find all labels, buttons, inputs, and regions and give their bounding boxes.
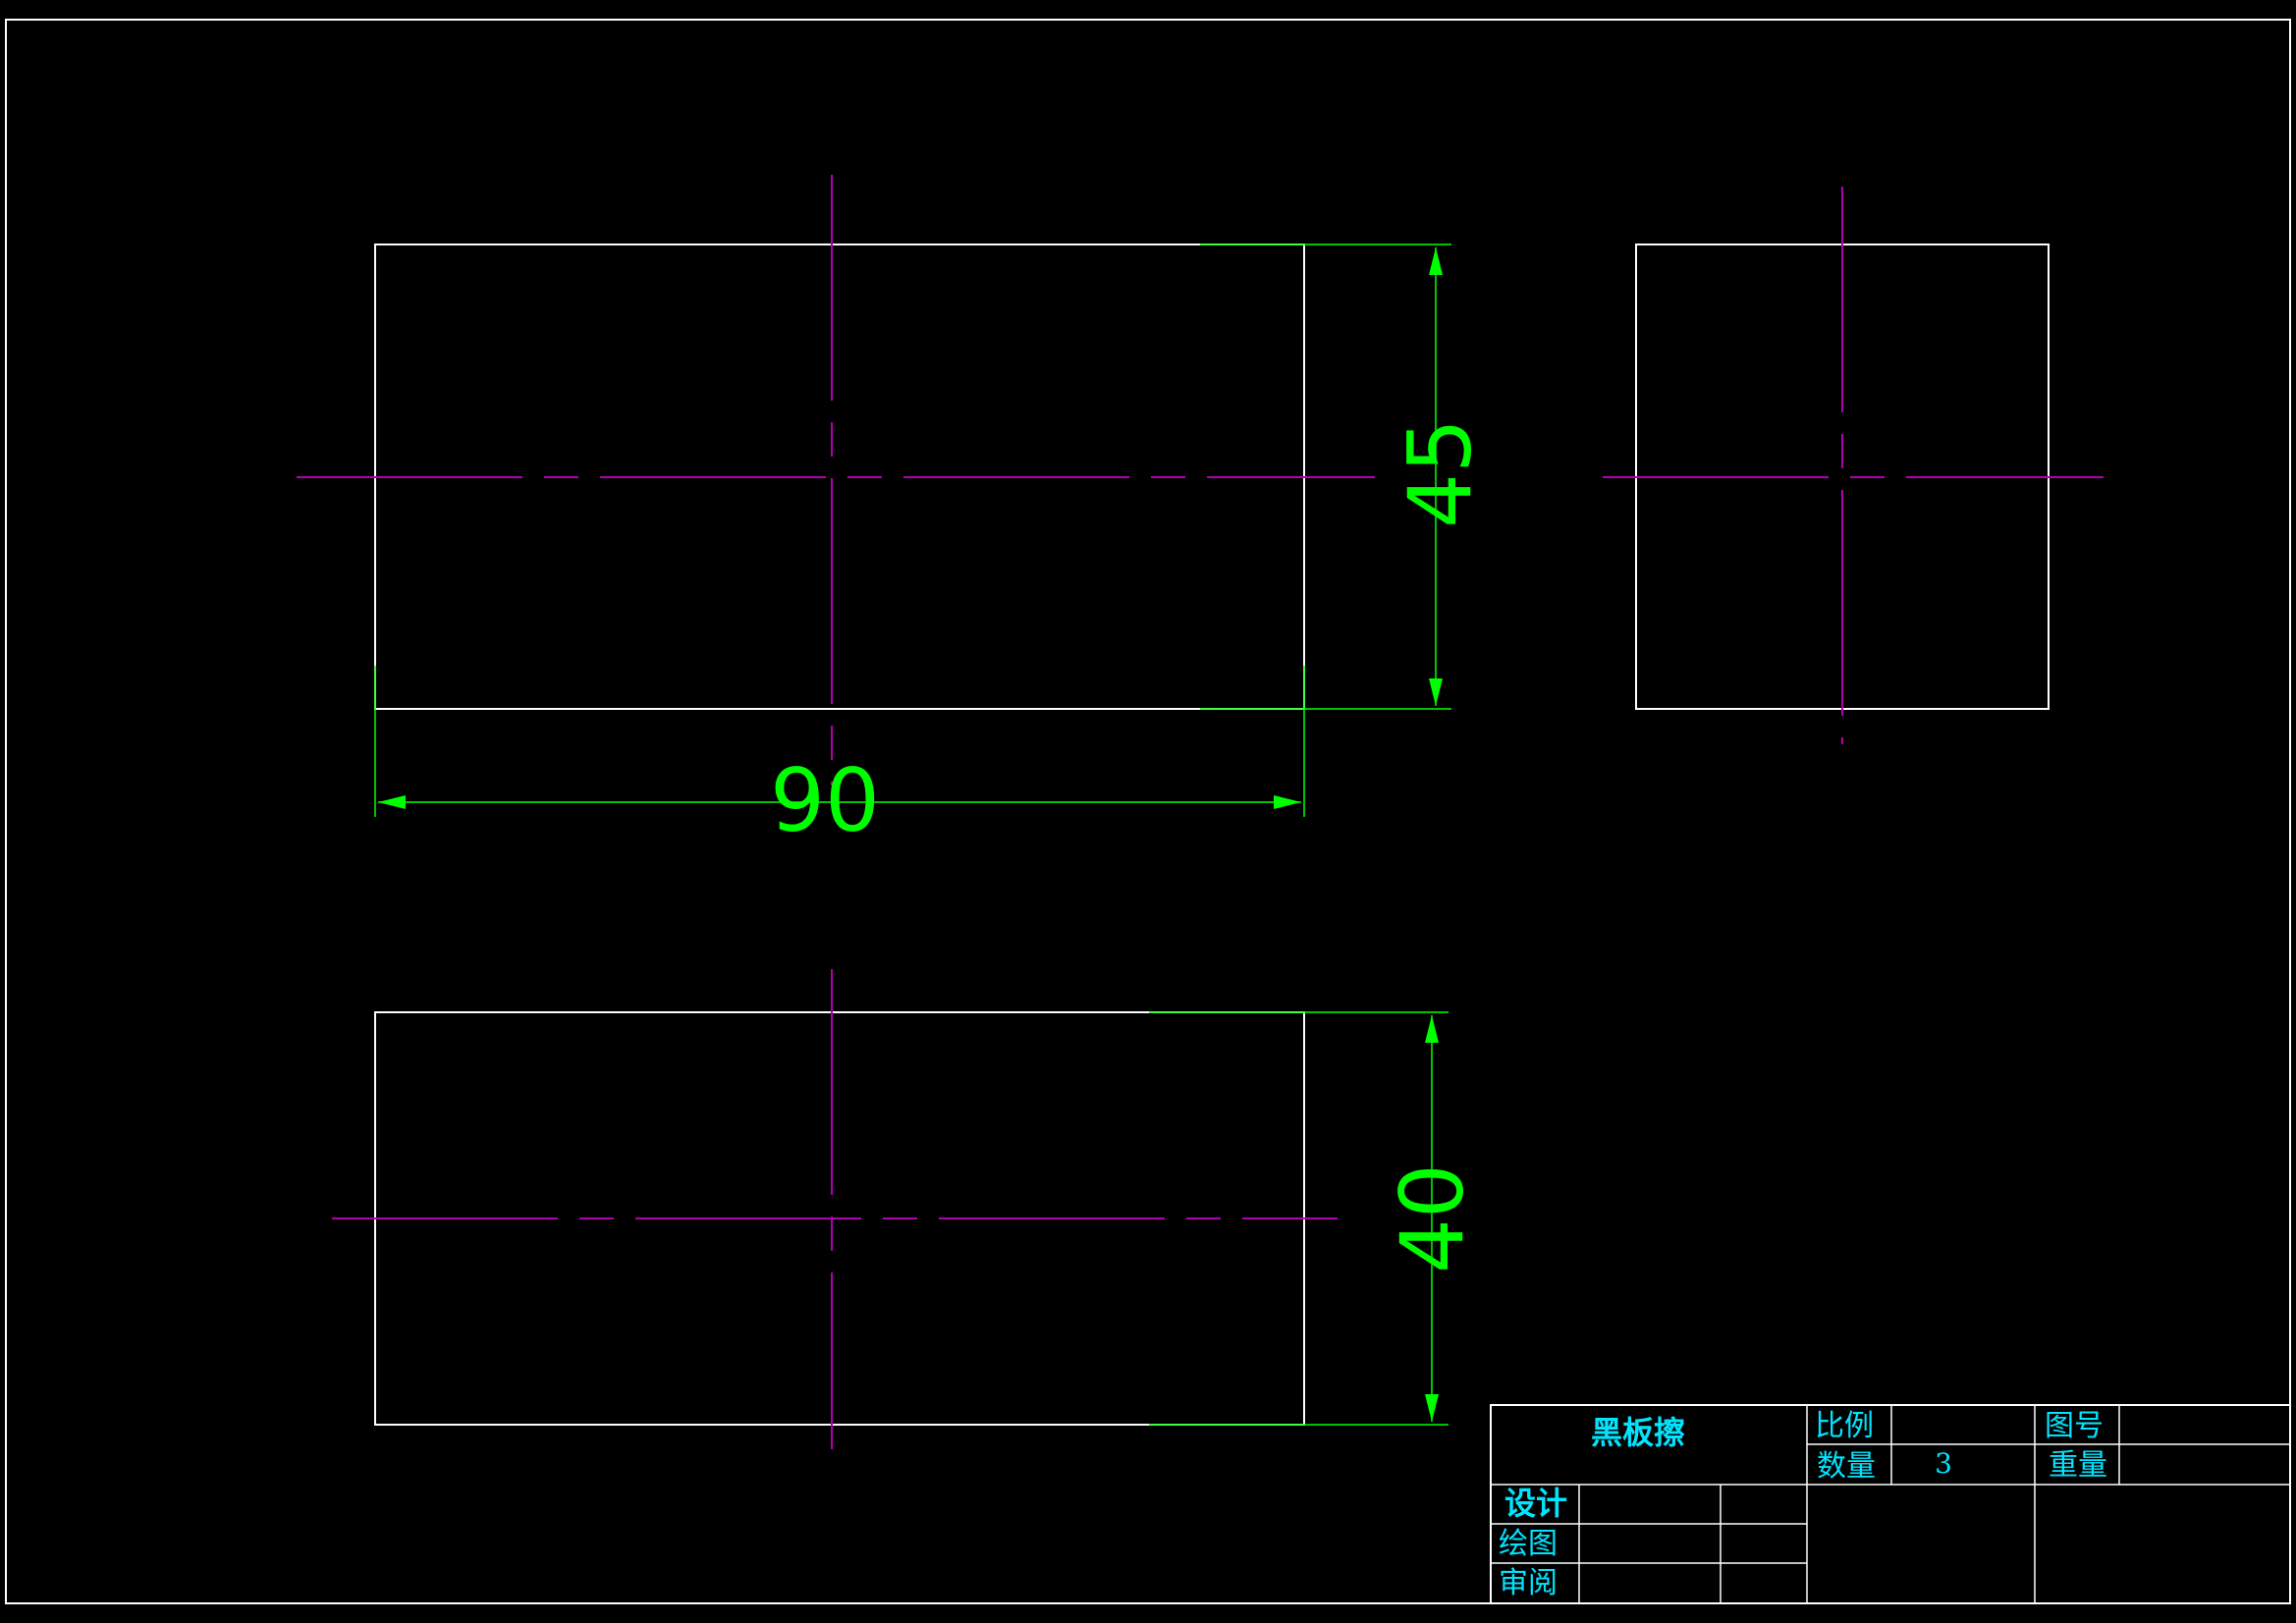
- dimension-height-front: 45: [1200, 243, 1491, 710]
- side-view: [1603, 187, 2104, 744]
- drawing-border: [5, 19, 2291, 1604]
- quantity-label: 数量: [1817, 1449, 1876, 1484]
- weight-label: 重量: [2049, 1448, 2107, 1483]
- dimension-width: 90: [374, 666, 1305, 851]
- front-view: [297, 175, 1375, 785]
- top-view: [332, 969, 1338, 1449]
- dimension-text-90: 90: [770, 750, 880, 851]
- title-block-frame: [1490, 1404, 2291, 1604]
- quantity-value: 3: [1935, 1447, 1952, 1480]
- designed-by-label: 设计: [1504, 1485, 1567, 1522]
- dimension-text-45: 45: [1390, 418, 1491, 528]
- scale-label: 比例: [1815, 1409, 1874, 1443]
- title-block: 黑板擦 比例 图号 数量 3 重量 设计 绘图 审阅: [1490, 1404, 2291, 1604]
- reviewed-by-label: 审阅: [1499, 1566, 1558, 1600]
- part-name: 黑板擦: [1591, 1414, 1685, 1451]
- drawn-by-label: 绘图: [1499, 1527, 1558, 1561]
- drawing-number-label: 图号: [2045, 1409, 2104, 1443]
- dimension-text-40: 40: [1382, 1163, 1483, 1273]
- dimension-height-top: 40: [1149, 1011, 1483, 1426]
